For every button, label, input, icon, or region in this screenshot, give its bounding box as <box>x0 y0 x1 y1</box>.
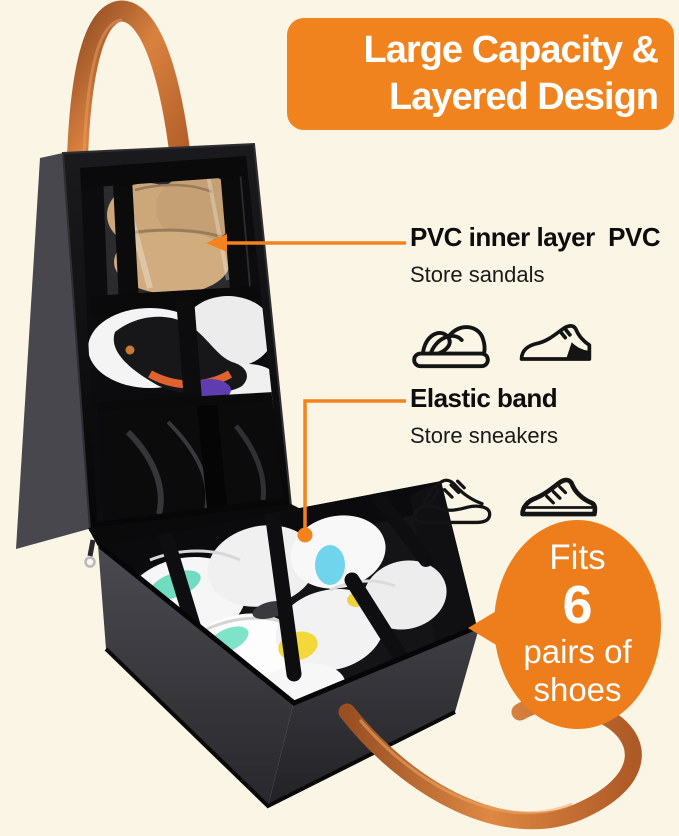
badge-line-pairs: pairs of <box>523 633 632 670</box>
headline-banner: Large Capacity & Layered Design <box>287 18 674 130</box>
headline-line2: Layered Design <box>389 76 659 118</box>
zipper-pull <box>84 539 96 568</box>
pvc-subtitle: Store sandals <box>410 262 545 287</box>
lid-side-panel <box>16 153 92 549</box>
pvc-inner-layer-arrow <box>206 234 406 252</box>
base-rim <box>98 544 478 706</box>
pvc-icon-row <box>410 308 660 372</box>
elastic-title: Elastic band <box>410 383 558 413</box>
base-right-wall <box>268 628 479 806</box>
capacity-badge: Fits 6 pairs of shoes <box>494 520 661 729</box>
elastic-callout: Elastic band Store sneakers <box>410 383 598 529</box>
sandal-icon <box>412 325 490 369</box>
chunky-sneaker-icon <box>412 478 492 525</box>
lid-compartments <box>80 156 283 522</box>
pvc-callout: PVC inner layer PVC Store sandals <box>410 222 661 372</box>
base-bottom-edge <box>104 647 456 809</box>
badge-line-fits: Fits <box>549 538 606 577</box>
base-left-wall <box>98 545 293 806</box>
running-shoe-icon <box>520 477 598 517</box>
pvc-title: PVC inner layer PVC <box>410 222 661 252</box>
badge-line-shoes: shoes <box>533 671 622 708</box>
top-handle <box>66 0 192 183</box>
elastic-band-pointer <box>297 399 406 543</box>
loafer-shoe-icon <box>519 324 592 361</box>
elastic-icon-row <box>410 469 598 529</box>
elastic-subtitle: Store sneakers <box>410 423 558 448</box>
badge-number: 6 <box>562 575 593 635</box>
headline-line1: Large Capacity & <box>363 29 659 71</box>
bottom-handle-highlight <box>358 719 573 815</box>
